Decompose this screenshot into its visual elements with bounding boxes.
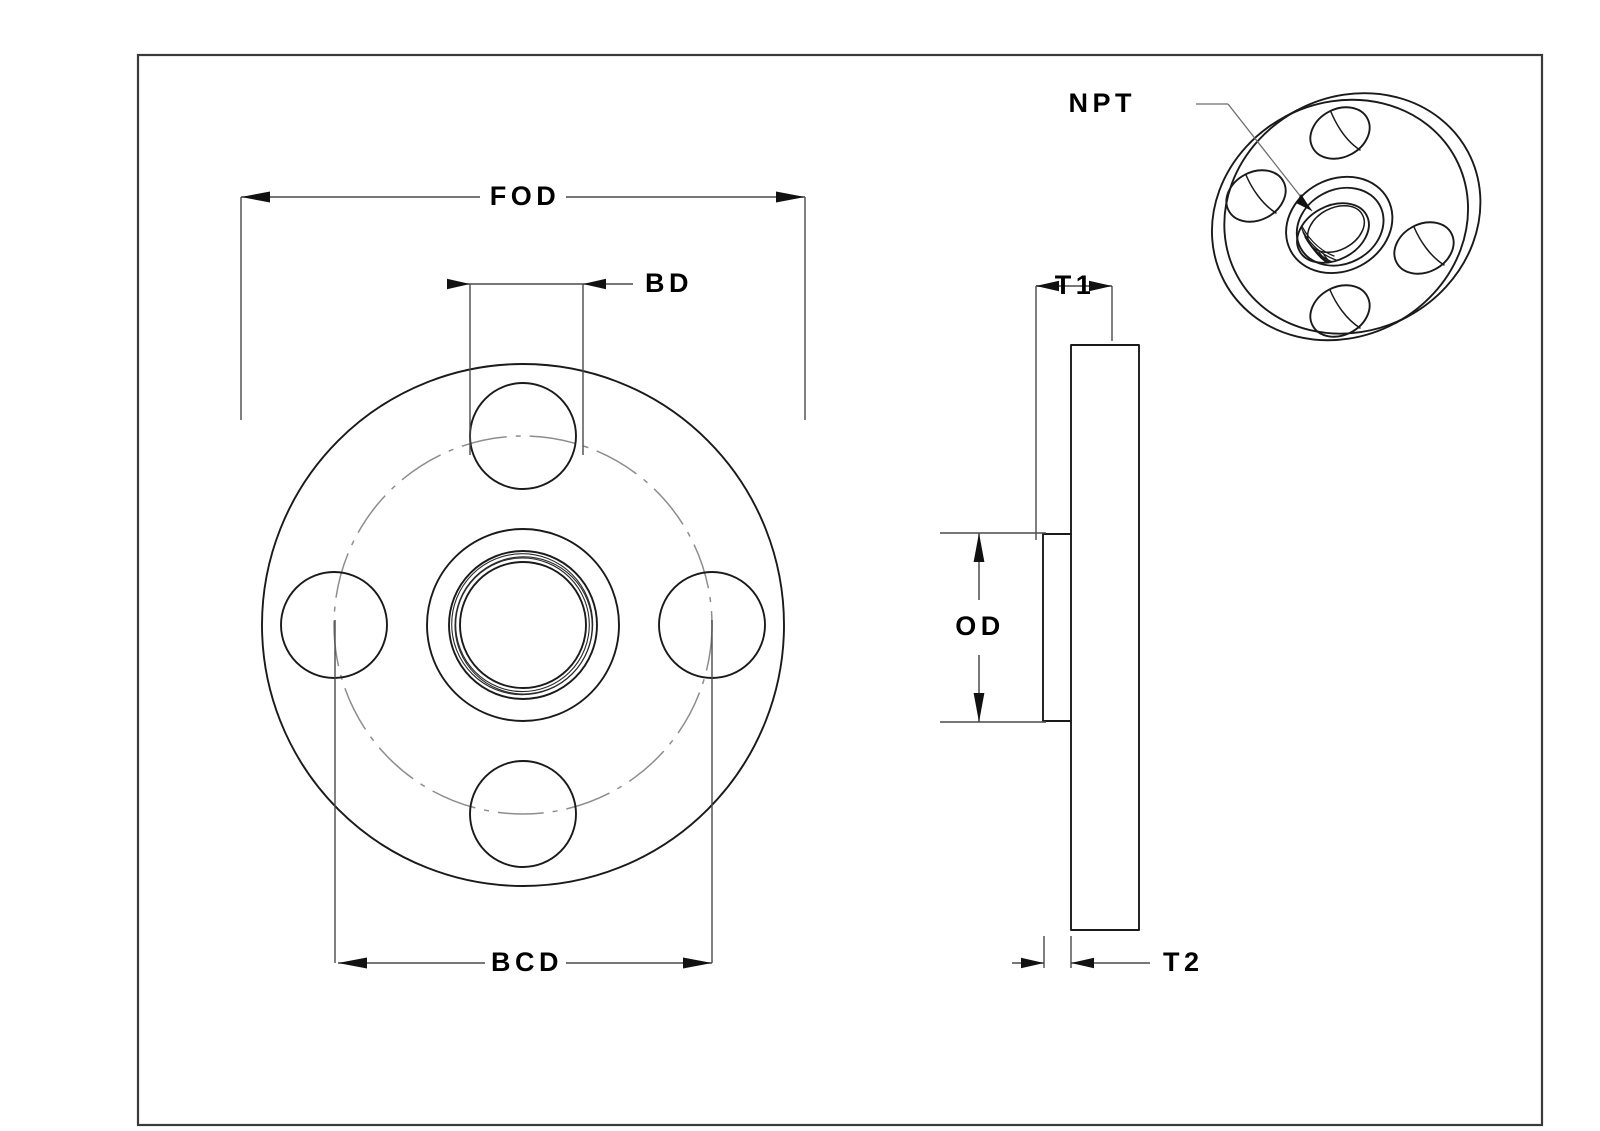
- dimension-t2: T2: [1012, 936, 1204, 977]
- iso-bolt-hole-3: [1393, 221, 1455, 275]
- bcd-arrow-right-icon: [683, 957, 712, 969]
- iso-bolt-hole-2: [1225, 169, 1287, 223]
- hub-outer-circle: [426, 528, 620, 722]
- callout-npt: NPT: [1069, 88, 1313, 212]
- bd-arrow-right-icon: [583, 278, 606, 290]
- bcd-arrow-left-icon: [338, 957, 367, 969]
- bd-arrow-left-icon: [447, 278, 470, 290]
- iso-npt-bore-rim: [1296, 202, 1370, 264]
- t2-label: T2: [1163, 947, 1204, 977]
- od-arrow-top-icon: [973, 533, 985, 562]
- od-label: OD: [955, 611, 1005, 641]
- iso-hub-ring-inner: [1295, 186, 1385, 267]
- iso-bolt-hole-3-depth: [1413, 226, 1445, 266]
- dimension-bd: BD: [447, 268, 693, 455]
- t2-arrow-left-icon: [1021, 957, 1044, 969]
- od-arrow-bottom-icon: [973, 693, 985, 722]
- iso-disc-group: [1211, 92, 1482, 342]
- iso-disc-back-face: [1223, 92, 1482, 335]
- npt-label: NPT: [1069, 88, 1137, 118]
- bore-inner-circle: [459, 561, 587, 689]
- dimension-bcd: BCD: [334, 620, 713, 977]
- t2-arrow-right-icon: [1071, 957, 1094, 969]
- fod-label: FOD: [490, 181, 561, 211]
- bore-thread-ring-2: [454, 556, 593, 695]
- bolt-hole-bottom: [469, 760, 577, 868]
- iso-npt-bore-inner: [1306, 204, 1366, 254]
- dimension-fod: FOD: [240, 181, 806, 420]
- fod-arrow-right-icon: [776, 191, 805, 203]
- iso-hub-ring-outer: [1285, 175, 1394, 275]
- side-hub-protrusion: [1042, 533, 1072, 722]
- iso-bolt-hole-4-rim: [1309, 284, 1371, 338]
- iso-bolt-hole-4: [1309, 284, 1371, 338]
- npt-leader-arrow-icon: [1296, 194, 1312, 211]
- side-flange-body: [1070, 344, 1140, 931]
- drawing-frame-border: [136, 53, 1544, 1127]
- iso-disc-front-face: [1211, 98, 1469, 342]
- front-view: FOD BD BCD: [240, 181, 806, 977]
- bcd-label: BCD: [491, 947, 563, 977]
- iso-bolt-hole-1: [1309, 106, 1371, 160]
- side-view: T1 OD T2: [940, 270, 1204, 977]
- flange-outer-circle: [261, 363, 785, 887]
- fod-arrow-left-icon: [241, 191, 270, 203]
- t1-label: T1: [1055, 270, 1096, 300]
- iso-bolt-holes: [1225, 106, 1455, 338]
- bore-outer-circle: [448, 550, 598, 700]
- bore-thread-ring-1: [451, 553, 594, 696]
- bolt-circle-centerline: [333, 435, 713, 815]
- dimension-t1: T1: [1035, 270, 1113, 540]
- bd-label: BD: [645, 268, 693, 298]
- bolt-hole-top: [469, 382, 577, 490]
- bolt-hole-left: [280, 571, 388, 679]
- iso-bolt-hole-1-rim: [1309, 106, 1371, 160]
- iso-bolt-hole-1-depth: [1330, 111, 1361, 151]
- dimension-od: OD: [940, 532, 1046, 723]
- iso-bolt-hole-2-depth: [1245, 174, 1277, 214]
- npt-leader-diagonal: [1227, 103, 1313, 212]
- iso-bolt-hole-3-rim: [1393, 221, 1455, 275]
- t1-arrow-left-icon: [1036, 280, 1059, 292]
- iso-bolt-hole-2-rim: [1225, 169, 1287, 223]
- iso-bolt-hole-4-depth: [1329, 289, 1361, 329]
- bore-thread-ring-3: [455, 557, 590, 693]
- isometric-view: NPT: [1069, 88, 1482, 342]
- t1-arrow-right-icon: [1089, 280, 1112, 292]
